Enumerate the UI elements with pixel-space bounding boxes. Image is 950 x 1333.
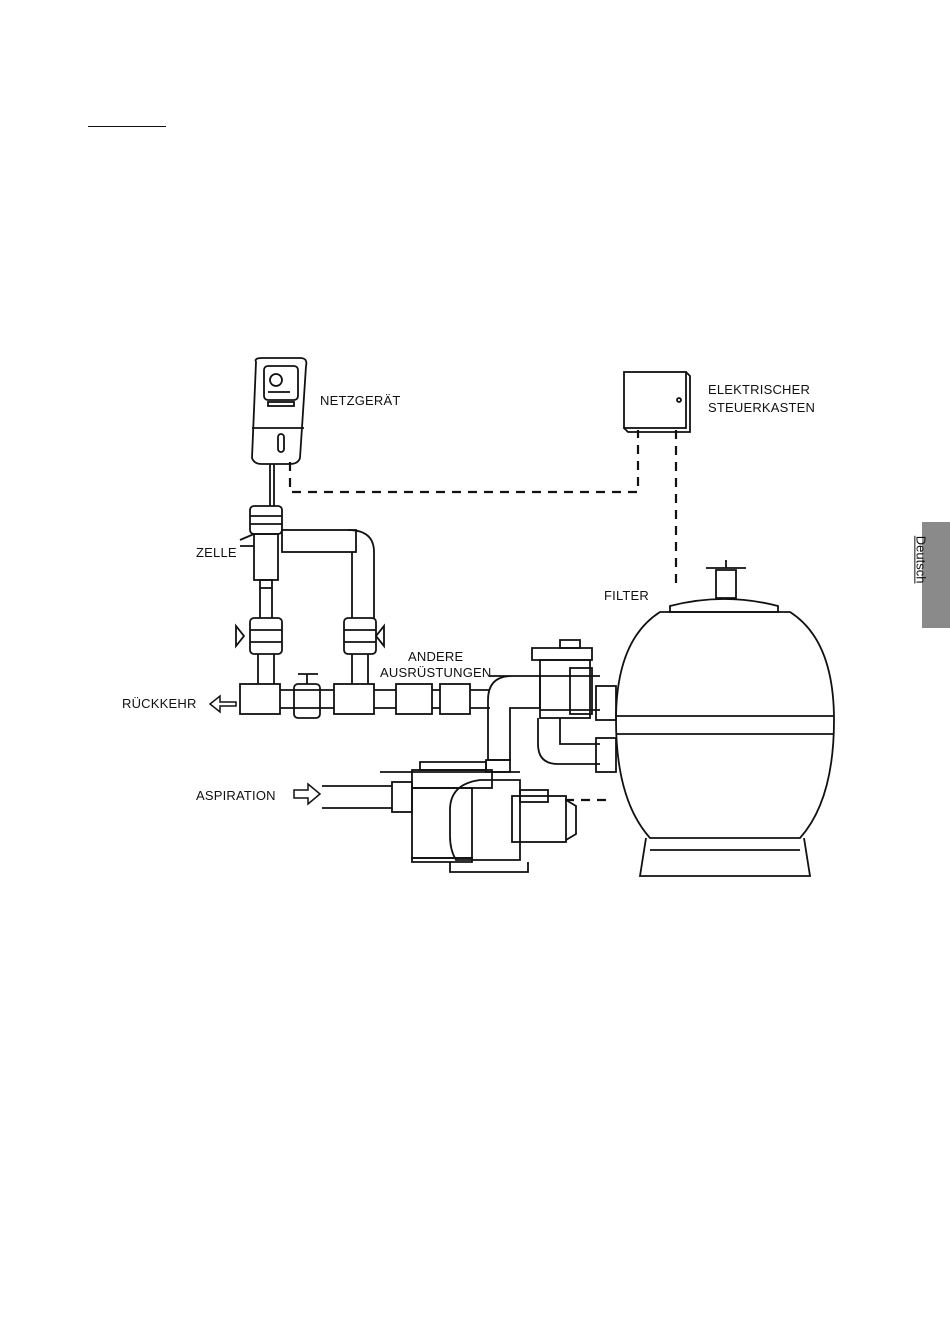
wiring-dashed bbox=[290, 430, 676, 800]
label-power-supply: NETZGERÄT bbox=[320, 393, 401, 408]
label-cell: ZELLE bbox=[196, 545, 237, 560]
label-control-box-line1: ELEKTRISCHER bbox=[708, 382, 810, 397]
return-arrow bbox=[210, 696, 236, 712]
pool-pump bbox=[322, 760, 576, 872]
multiport-valve bbox=[532, 640, 616, 772]
power-supply-unit bbox=[252, 358, 306, 506]
label-control-box-line2: STEUERKASTEN bbox=[708, 400, 815, 415]
label-filter: FILTER bbox=[604, 588, 649, 603]
sand-filter bbox=[616, 560, 834, 876]
label-other-equipment-line1: ANDERE bbox=[408, 649, 464, 664]
label-suction: ASPIRATION bbox=[196, 788, 276, 803]
label-return: RÜCKKEHR bbox=[122, 696, 197, 711]
suction-arrow bbox=[294, 784, 320, 804]
bypass-pipes bbox=[236, 588, 384, 684]
label-other-equipment-line2: AUSRÜSTUNGEN bbox=[380, 665, 491, 680]
electrical-control-box bbox=[624, 372, 690, 432]
return-pipe bbox=[240, 674, 600, 760]
